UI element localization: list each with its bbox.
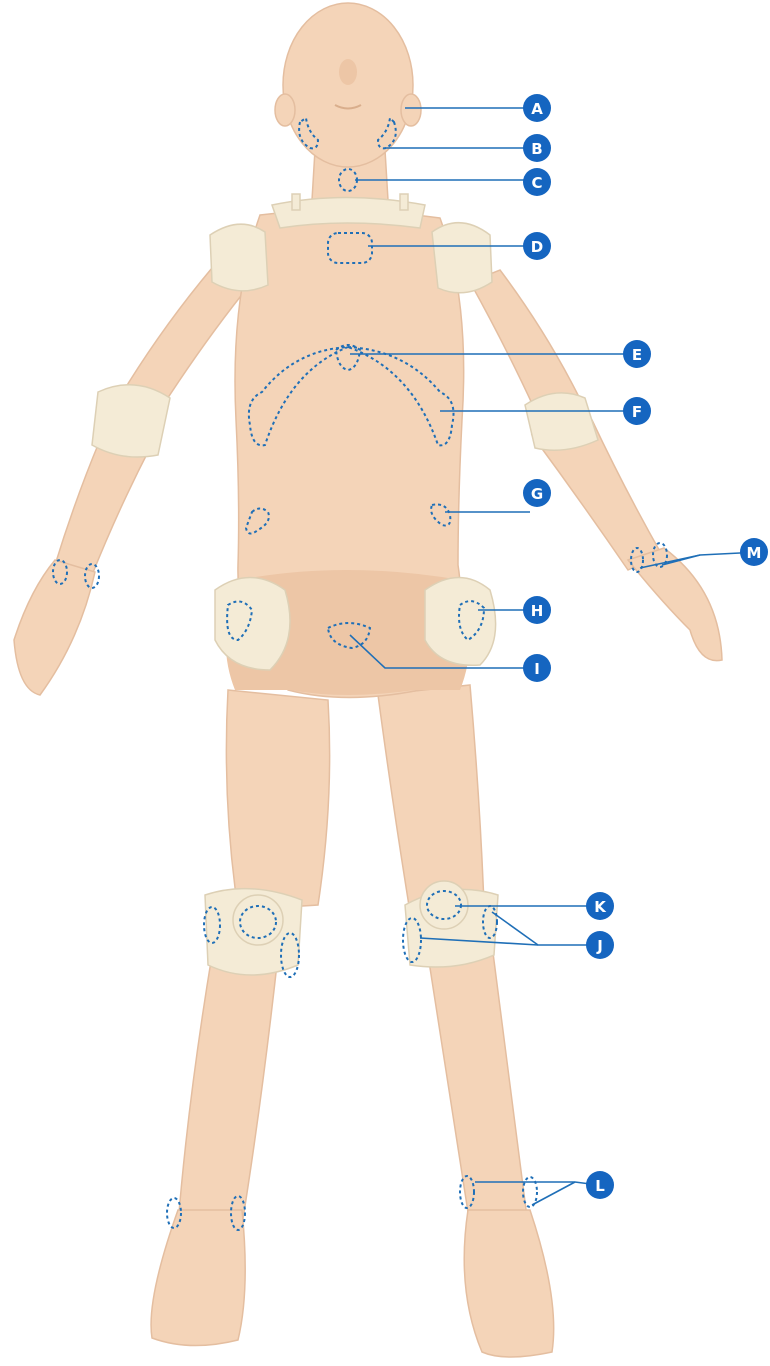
badge-a: A	[523, 94, 551, 122]
badge-h: H	[523, 596, 551, 624]
left-elbow-joint	[92, 385, 170, 457]
right-hand	[628, 548, 722, 661]
badge-e-label: E	[632, 346, 642, 364]
right-foot	[464, 1210, 553, 1357]
marker-badges: A B C D E F G H	[523, 94, 768, 1199]
badge-m: M	[740, 538, 768, 566]
right-lower-leg	[428, 945, 528, 1225]
leader-l-2	[532, 1182, 575, 1205]
manikin-body	[14, 3, 722, 1357]
badge-j: J	[586, 931, 614, 959]
nose	[339, 59, 357, 85]
badge-k: K	[586, 892, 614, 920]
badge-g: G	[523, 479, 551, 507]
badge-a-label: A	[531, 100, 543, 118]
right-hip-joint	[425, 578, 496, 666]
badge-m-label: M	[747, 544, 762, 562]
badge-f: F	[623, 397, 651, 425]
badge-i-label: I	[534, 660, 540, 678]
badge-h-label: H	[531, 602, 544, 620]
right-shoulder-joint	[432, 223, 492, 293]
right-thigh	[378, 685, 484, 912]
collar-post-right	[400, 194, 408, 210]
badge-c-label: C	[531, 174, 542, 192]
badge-k-label: K	[594, 898, 607, 916]
left-thigh	[226, 690, 329, 910]
badge-d-label: D	[531, 238, 543, 256]
badge-g-label: G	[531, 485, 543, 503]
badge-i: I	[523, 654, 551, 682]
right-elbow-joint	[525, 393, 598, 450]
left-shoulder-joint	[210, 224, 268, 291]
badge-b: B	[523, 134, 551, 162]
right-ear	[401, 94, 421, 126]
leader-j-1	[492, 912, 600, 945]
left-foot	[151, 1210, 245, 1346]
left-ear	[275, 94, 295, 126]
badge-b-label: B	[531, 140, 542, 158]
badge-l: L	[586, 1171, 614, 1199]
badge-e: E	[623, 340, 651, 368]
right-upper-arm	[470, 270, 578, 410]
left-hand	[14, 560, 95, 695]
badge-c: C	[523, 168, 551, 196]
badge-f-label: F	[632, 403, 642, 421]
collar-post-left	[292, 194, 300, 210]
badge-d: D	[523, 232, 551, 260]
left-forearm	[55, 440, 150, 575]
left-lower-leg	[178, 955, 278, 1225]
badge-l-label: L	[595, 1177, 605, 1195]
badge-j-label: J	[596, 937, 603, 955]
left-hip-joint	[215, 578, 290, 671]
